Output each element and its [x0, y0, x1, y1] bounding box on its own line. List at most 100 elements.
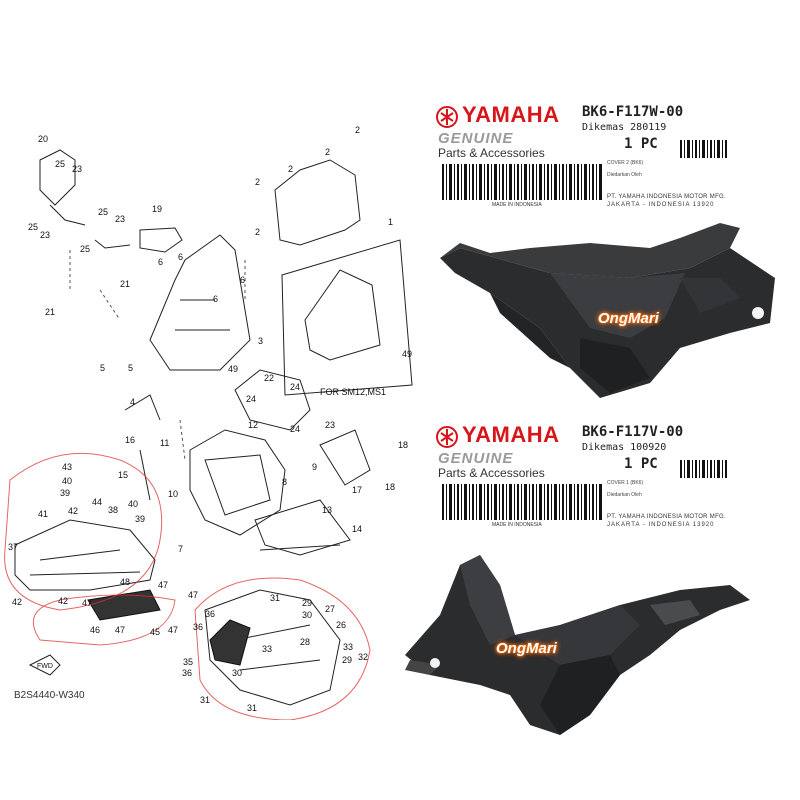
svg-text:6: 6	[178, 252, 183, 262]
svg-text:36: 36	[182, 668, 192, 678]
svg-text:25: 25	[55, 159, 65, 169]
svg-text:25: 25	[28, 222, 38, 232]
svg-text:29: 29	[342, 655, 352, 665]
part-number: BK6-F117V-00	[582, 424, 684, 440]
parts-accessories-text: Parts & Accessories	[438, 466, 545, 480]
svg-text:46: 46	[90, 625, 100, 635]
svg-text:23: 23	[325, 420, 335, 430]
svg-text:9: 9	[312, 462, 317, 472]
svg-text:47: 47	[82, 598, 92, 608]
svg-text:36: 36	[193, 622, 203, 632]
svg-text:24: 24	[246, 394, 256, 404]
svg-text:36: 36	[205, 609, 215, 619]
svg-text:30: 30	[302, 610, 312, 620]
svg-text:24: 24	[290, 382, 300, 392]
main-barcode	[442, 484, 602, 520]
svg-text:23: 23	[72, 164, 82, 174]
svg-text:25: 25	[98, 207, 108, 217]
watermark-1: OngMari	[598, 310, 659, 327]
company-city: JAKARTA - INDONESIA 13920	[607, 202, 715, 208]
small-barcode	[680, 460, 727, 478]
brand-name: YAMAHA	[462, 422, 560, 447]
company-name: PT. YAMAHA INDONESIA MOTOR MFG.	[607, 514, 726, 520]
made-in: MADE IN INDONESIA	[492, 202, 542, 208]
svg-text:22: 22	[264, 373, 274, 383]
svg-text:4: 4	[130, 397, 135, 407]
cover-text: COVER 1 (BK6)	[607, 480, 644, 486]
svg-text:12: 12	[248, 420, 258, 430]
svg-text:47: 47	[188, 590, 198, 600]
svg-text:49: 49	[228, 364, 238, 374]
svg-text:18: 18	[398, 440, 408, 450]
svg-text:10: 10	[168, 489, 178, 499]
svg-text:3: 3	[258, 336, 263, 346]
svg-text:31: 31	[270, 593, 280, 603]
svg-text:42: 42	[12, 597, 22, 607]
svg-text:30: 30	[232, 668, 242, 678]
main-barcode	[442, 164, 602, 200]
part-photo-cover-2	[440, 223, 775, 398]
svg-text:49: 49	[402, 349, 412, 359]
svg-text:2: 2	[288, 164, 293, 174]
svg-text:33: 33	[343, 642, 353, 652]
packed-date: Dikemas 100920	[582, 442, 667, 453]
svg-text:39: 39	[135, 514, 145, 524]
packaging-label-2: YAMAHA GENUINE Parts & Accessories BK6-F…	[432, 420, 792, 530]
svg-text:31: 31	[200, 695, 210, 705]
svg-text:6: 6	[213, 294, 218, 304]
svg-text:21: 21	[120, 279, 130, 289]
svg-text:47: 47	[168, 625, 178, 635]
svg-text:19: 19	[152, 204, 162, 214]
svg-text:2: 2	[325, 147, 330, 157]
svg-text:1: 1	[388, 217, 393, 227]
brand-name: YAMAHA	[462, 102, 560, 127]
quantity: 1 PC	[624, 456, 658, 472]
svg-text:44: 44	[92, 497, 102, 507]
svg-text:2: 2	[355, 125, 360, 135]
watermark-2: OngMari	[496, 640, 557, 657]
svg-text:23: 23	[40, 230, 50, 240]
svg-text:2: 2	[255, 227, 260, 237]
cover-text: COVER 2 (BK6)	[607, 160, 644, 166]
genuine-text: GENUINE	[438, 130, 514, 147]
company-city: JAKARTA - INDONESIA 13920	[607, 522, 715, 528]
svg-text:18: 18	[385, 482, 395, 492]
part-photo-cover-1	[405, 555, 750, 735]
svg-text:42: 42	[68, 506, 78, 516]
svg-text:35: 35	[183, 657, 193, 667]
svg-text:37: 37	[8, 542, 18, 552]
svg-text:15: 15	[118, 470, 128, 480]
svg-text:8: 8	[282, 477, 287, 487]
svg-text:17: 17	[352, 485, 362, 495]
svg-text:21: 21	[45, 307, 55, 317]
quantity: 1 PC	[624, 136, 658, 152]
yamaha-tuning-fork-logo	[436, 106, 458, 128]
svg-text:41: 41	[38, 509, 48, 519]
packed-date: Dikemas 280119	[582, 122, 667, 133]
svg-text:31: 31	[247, 703, 257, 713]
svg-text:14: 14	[352, 524, 362, 534]
parts-accessories-text: Parts & Accessories	[438, 146, 545, 160]
small-barcode	[680, 140, 727, 158]
svg-text:47: 47	[115, 625, 125, 635]
svg-text:33: 33	[262, 644, 272, 654]
svg-text:48: 48	[120, 577, 130, 587]
svg-text:32: 32	[358, 652, 368, 662]
svg-text:6: 6	[240, 275, 245, 285]
svg-text:27: 27	[325, 604, 335, 614]
yamaha-tuning-fork-logo	[436, 426, 458, 448]
svg-text:26: 26	[336, 620, 346, 630]
svg-text:47: 47	[158, 580, 168, 590]
packaging-label-1: YAMAHA GENUINE Parts & Accessories BK6-F…	[432, 100, 792, 210]
diagram-code: B2S4440-W340	[14, 690, 85, 701]
svg-text:43: 43	[62, 462, 72, 472]
svg-text:38: 38	[108, 505, 118, 515]
svg-text:5: 5	[100, 363, 105, 373]
svg-text:23: 23	[115, 214, 125, 224]
svg-text:40: 40	[128, 499, 138, 509]
distributed-by: Diedarkan Oleh	[607, 492, 642, 498]
svg-text:45: 45	[150, 627, 160, 637]
variant-note: FOR SM12,MS1	[320, 387, 386, 397]
svg-text:39: 39	[60, 488, 70, 498]
made-in: MADE IN INDONESIA	[492, 522, 542, 528]
